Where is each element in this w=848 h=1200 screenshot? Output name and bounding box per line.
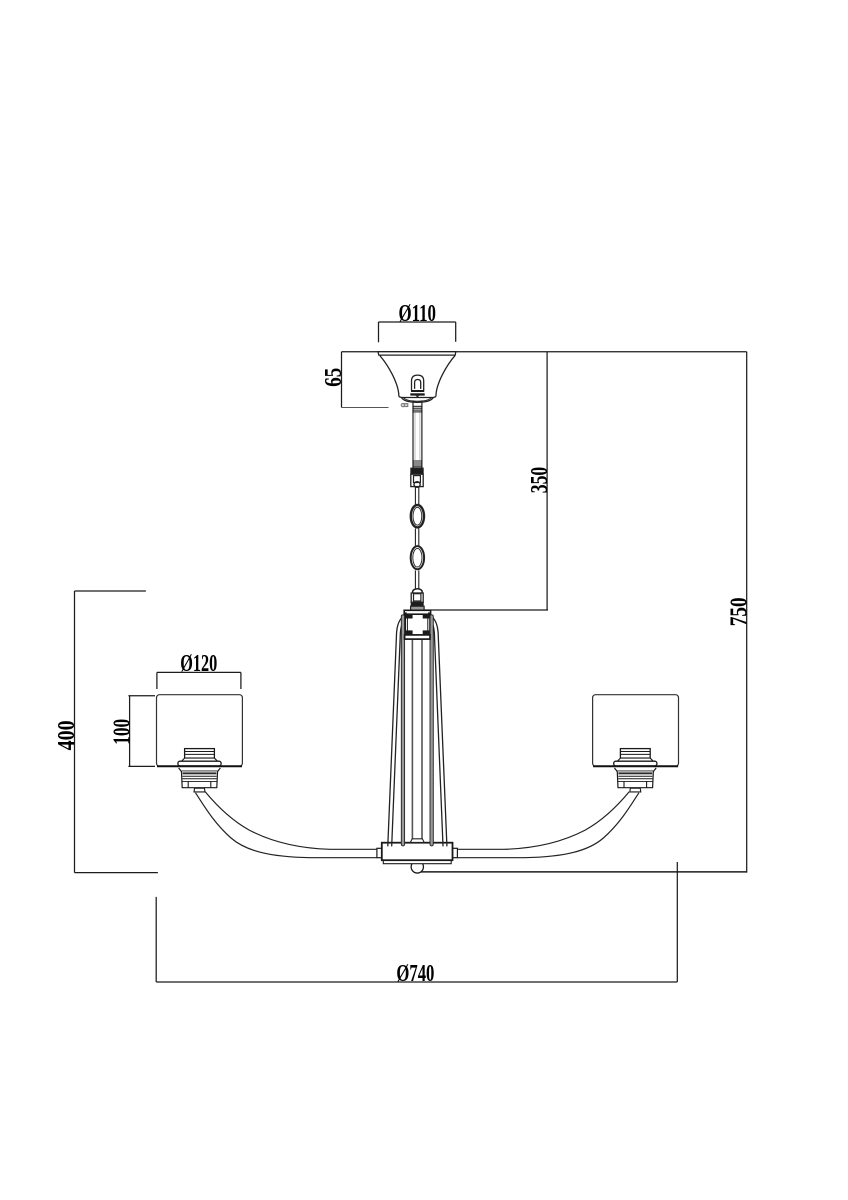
svg-text:400: 400	[54, 720, 80, 750]
svg-text:350: 350	[527, 467, 553, 494]
svg-text:Ø110: Ø110	[398, 301, 436, 327]
svg-text:750: 750	[726, 597, 752, 626]
svg-text:Ø740: Ø740	[396, 961, 434, 987]
svg-text:65: 65	[321, 368, 347, 387]
svg-text:Ø120: Ø120	[180, 651, 217, 677]
svg-text:100: 100	[109, 719, 135, 745]
